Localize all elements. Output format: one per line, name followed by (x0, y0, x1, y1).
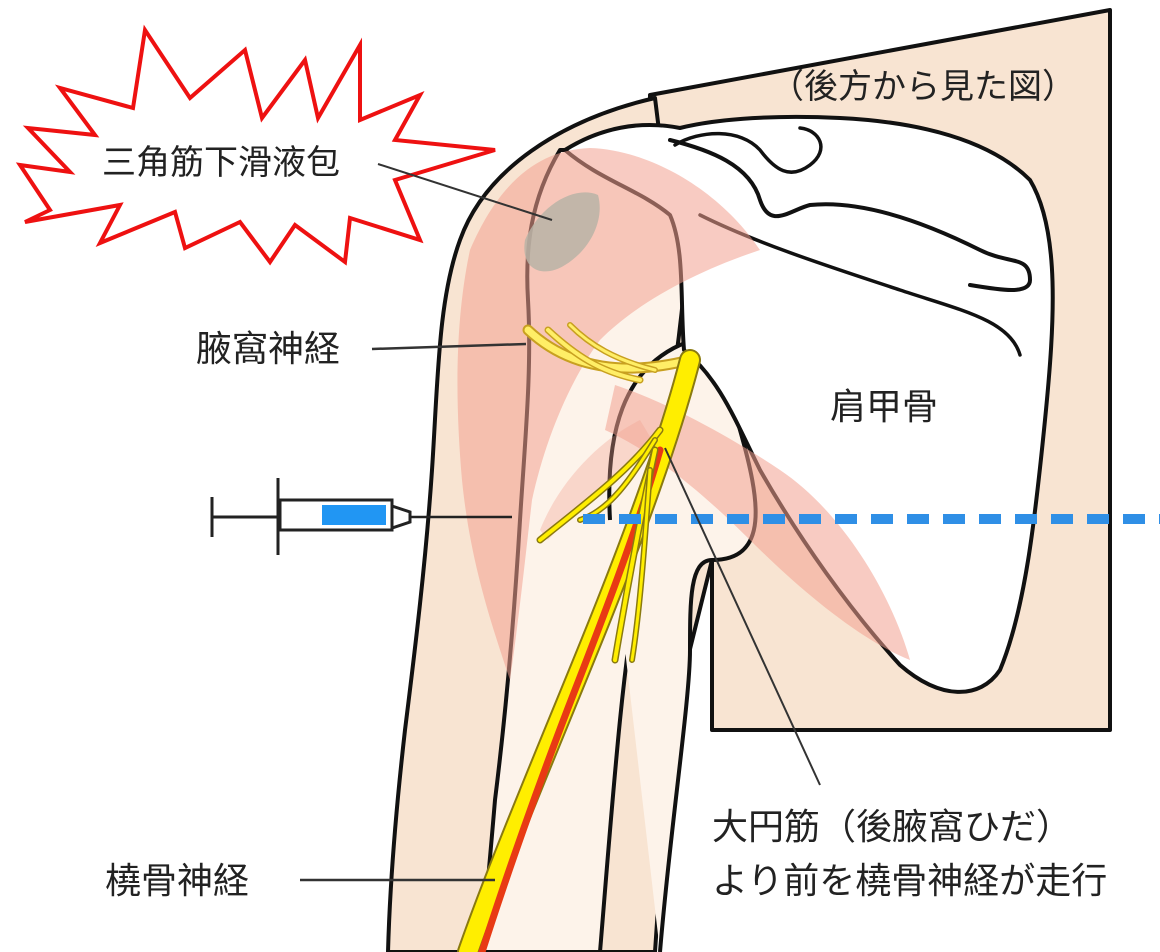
axillary-nerve-label: 腋窩神経 (196, 332, 340, 368)
teres-major-label-line2: より前を橈骨神経が走行 (712, 864, 1107, 900)
bursa-label: 三角筋下滑液包 (102, 146, 340, 180)
radial-nerve-label: 橈骨神経 (105, 864, 249, 900)
scapula-label: 肩甲骨 (830, 390, 938, 426)
teres-major-label-line1: 大円筋（後腋窩ひだ） (712, 810, 1072, 846)
view-note-label: （後方から見た図） (770, 70, 1076, 104)
